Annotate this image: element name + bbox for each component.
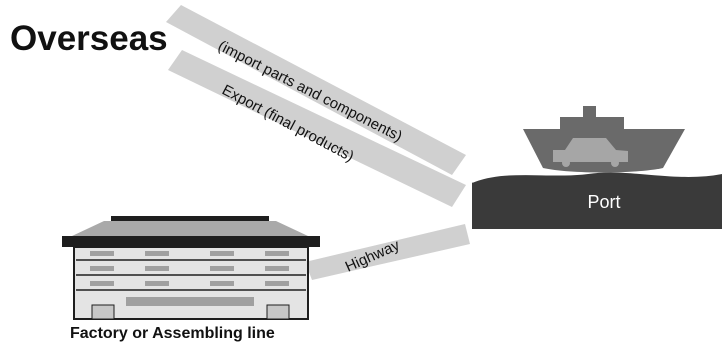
car-icon [553, 138, 628, 162]
overseas-title: Overseas [10, 19, 168, 58]
highway-route-band [305, 224, 470, 280]
port-label: Port [587, 192, 620, 212]
factory-label: Factory or Assembling line [70, 325, 275, 342]
cargo-ship-icon [523, 106, 685, 173]
import-route-band [166, 5, 466, 175]
export-route-band [168, 50, 466, 207]
factory-building-icon [62, 216, 320, 320]
port-dock: Port [471, 170, 723, 229]
